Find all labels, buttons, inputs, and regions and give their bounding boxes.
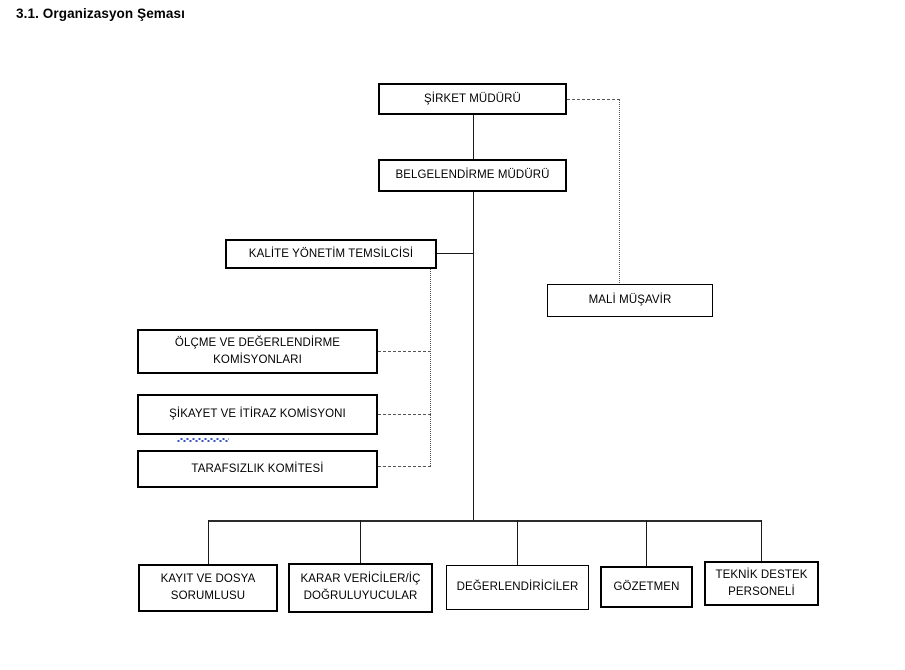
node-sirket-muduru[interactable]: ŞİRKET MÜDÜRÜ [378,83,567,115]
connector-drop-karar-vericiler [360,520,361,564]
spellcheck-underline-icon [177,437,230,442]
node-label-teknik-destek: TEKNİK DESTEK PERSONELİ [715,568,808,598]
node-label-gozetmen: GÖZETMEN [613,580,680,593]
node-gozetmen[interactable]: GÖZETMEN [600,566,693,608]
connector-main-trunk [473,192,474,521]
node-tarafsizlik-komitesi[interactable]: TARAFSIZLIK KOMİTESİ [137,450,378,488]
node-sikayet-itiraz-komisyonu[interactable]: ŞİKAYET VE İTİRAZ KOMİSYONI [137,394,378,442]
connector-drop-degerlendiriciler [517,520,518,566]
node-label-olcme-komisyonlari: ÖLÇME VE DEĞERLENDİRME KOMİSYONLARI [174,336,341,366]
node-label-kayit-dosya-sorumlusu: KAYIT VE DOSYA SORUMLUSU [160,573,256,602]
connector-kalite-committees-spine [430,269,431,466]
node-belgelendirme-muduru[interactable]: BELGELENDİRME MÜDÜRÜ [378,159,567,192]
node-label-belgelendirme-muduru: BELGELENDİRME MÜDÜRÜ [395,169,550,182]
node-label-mali-musavir: MALİ MÜŞAVİR [588,294,672,307]
node-label-degerlendiriciler: DEĞERLENDİRİCİLER [456,581,579,594]
page-title: 3.1. Organizasyon Şeması [16,6,185,21]
node-kalite-yonetim-temsilcisi[interactable]: KALİTE YÖNETİM TEMSİLCİSİ [225,239,437,269]
node-label-tarafsizlik-komitesi: TARAFSIZLIK KOMİTESİ [191,462,324,475]
connector-kalite-to-sikayet [378,414,431,415]
node-mali-musavir[interactable]: MALİ MÜŞAVİR [547,284,713,317]
connector-distribution-bar [208,520,761,522]
node-kayit-dosya-sorumlusu[interactable]: KAYIT VE DOSYA SORUMLUSU [138,564,278,612]
connector-sirket-to-mali-horizontal [567,99,620,100]
node-olcme-komisyonlari[interactable]: ÖLÇME VE DEĞERLENDİRME KOMİSYONLARI [137,329,378,374]
node-degerlendiriciler[interactable]: DEĞERLENDİRİCİLER [446,565,589,610]
connector-kalite-to-trunk [437,253,474,254]
node-teknik-destek[interactable]: TEKNİK DESTEK PERSONELİ [704,561,819,606]
node-label-sirket-muduru: ŞİRKET MÜDÜRÜ [424,92,521,105]
connector-drop-kayit-dosya [208,520,209,565]
connector-drop-gozetmen [646,520,647,567]
node-label-sikayet-itiraz-komisyonu: ŞİKAYET VE İTİRAZ KOMİSYONI [165,390,350,442]
connector-kalite-to-tarafsizlik [378,466,431,467]
connector-sirket-to-belgelendirme [473,115,474,159]
node-label-kalite-yonetim-temsilcisi: KALİTE YÖNETİM TEMSİLCİSİ [248,247,414,260]
node-karar-vericiler[interactable]: KARAR VERİCİLER/İÇ DOĞRULUYUCULAR [288,563,433,613]
connector-sirket-to-mali-vertical [619,99,620,285]
connector-drop-teknik-destek [761,520,762,562]
node-label-sikayet-text: ŞİKAYET VE İTİRAZ KOMİSYONI [169,408,346,421]
node-label-karar-vericiler: KARAR VERİCİLER/İÇ DOĞRULUYUCULAR [300,573,421,602]
connector-kalite-to-olcme [378,351,431,352]
